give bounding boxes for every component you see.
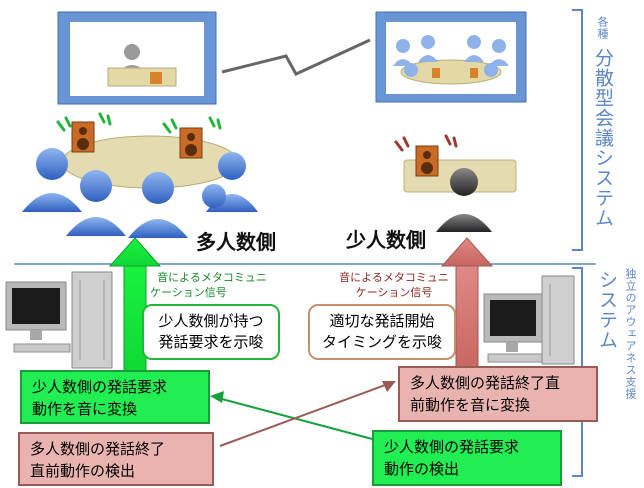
distributed-label-main: 分散型会議システム xyxy=(592,48,614,228)
pink-signal-arrow xyxy=(440,237,494,373)
right-signal-caption-line2: ケーション信号 xyxy=(355,286,433,299)
convert-end-line2: 前動作を音に変換 xyxy=(410,396,531,414)
left-video-monitor xyxy=(57,11,217,105)
left-signal-caption-line1: 音によるメタコミュニ xyxy=(157,271,267,284)
left-signal-caption-line2: ケーション信号 xyxy=(150,286,227,299)
right-signal-box-line1: 適切な発話開始 xyxy=(329,312,435,330)
detect-request-box: 少人数側の発話要求 動作の検出 xyxy=(372,430,562,486)
convert-end-line1: 多人数側の発話終了直 xyxy=(410,374,561,392)
convert-request-line1: 少人数側の発話要求 xyxy=(32,378,168,396)
left-signal-box: 少人数側が持つ 発話要求を示唆 xyxy=(142,304,280,360)
speaker-icon-left xyxy=(71,121,95,153)
right-signal-box-line2: タイミングを示唆 xyxy=(321,333,442,351)
detect-request-line1: 少人数側の発話要求 xyxy=(384,438,520,456)
left-signal-box-line1: 少人数側が持つ xyxy=(158,312,264,330)
speaker-icon-right xyxy=(179,127,203,159)
few-side-label: 少人数側 xyxy=(346,228,426,252)
bracket-top xyxy=(572,9,583,251)
speaker-icon-few xyxy=(415,145,439,177)
detect-request-line2: 動作の検出 xyxy=(384,460,460,478)
left-signal-box-line2: 発話要求を示唆 xyxy=(158,333,264,351)
awareness-label-main: システム xyxy=(596,270,618,350)
many-side-label: 多人数側 xyxy=(196,230,276,254)
cross-arrow-green xyxy=(210,391,377,441)
convert-request-box: 少人数側の発話要求 動作を音に変換 xyxy=(20,370,210,424)
awareness-label-prefix: 独立のアウェアネス支援 xyxy=(624,268,637,400)
right-signal-caption-line1: 音によるメタコミュニ xyxy=(339,271,449,284)
many-side-meeting xyxy=(22,112,258,238)
few-side-meeting xyxy=(394,134,517,232)
cross-arrow-pink xyxy=(219,381,396,447)
convert-request-line2: 動作を音に変換 xyxy=(32,400,138,418)
left-signal-caption: 音によるメタコミュニ ケーション信号 xyxy=(146,270,278,300)
detect-end-line1: 多人数側の発話終了 xyxy=(30,440,166,458)
distributed-label-prefix: 各種 xyxy=(596,16,609,40)
convert-end-box: 多人数側の発話終了直 前動作を音に変換 xyxy=(398,366,598,422)
network-link-line xyxy=(221,38,371,76)
computer-icon-left xyxy=(5,271,113,369)
right-signal-caption: 音によるメタコミュニ ケーション信号 xyxy=(330,270,458,300)
computer-icon-right xyxy=(483,275,575,365)
right-video-monitor xyxy=(375,11,527,103)
right-signal-box: 適切な発話開始 タイミングを示唆 xyxy=(308,304,456,360)
detect-end-box: 多人数側の発話終了 直前動作の検出 xyxy=(18,432,214,486)
detect-end-line2: 直前動作の検出 xyxy=(30,462,136,480)
